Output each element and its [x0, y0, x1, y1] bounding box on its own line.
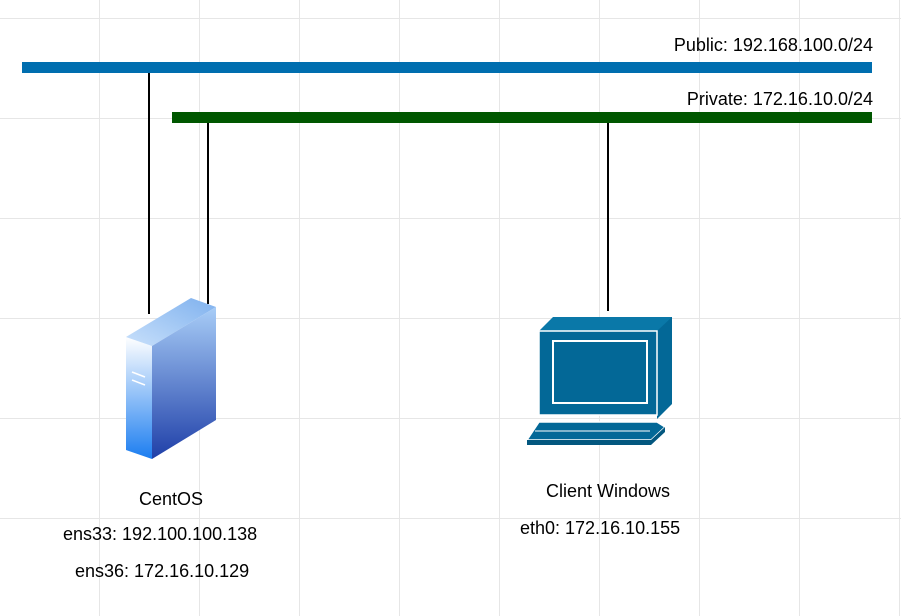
client-name: Client Windows — [545, 481, 671, 501]
public-network-bus[interactable] — [22, 62, 872, 73]
server-icon[interactable] — [126, 298, 216, 459]
centos-name: CentOS — [138, 489, 204, 509]
centos-interface-ens33: ens33: 192.100.100.138 — [63, 524, 258, 544]
computer-icon[interactable] — [525, 317, 672, 445]
client-interface-eth0: eth0: 172.16.10.155 — [520, 518, 681, 538]
private-network-label: Private: 172.16.10.0/24 — [686, 89, 873, 109]
centos-interface-ens36: ens36: 172.16.10.129 — [75, 561, 250, 581]
public-network-label: Public: 192.168.100.0/24 — [673, 35, 873, 55]
private-network-bus[interactable] — [172, 112, 872, 123]
